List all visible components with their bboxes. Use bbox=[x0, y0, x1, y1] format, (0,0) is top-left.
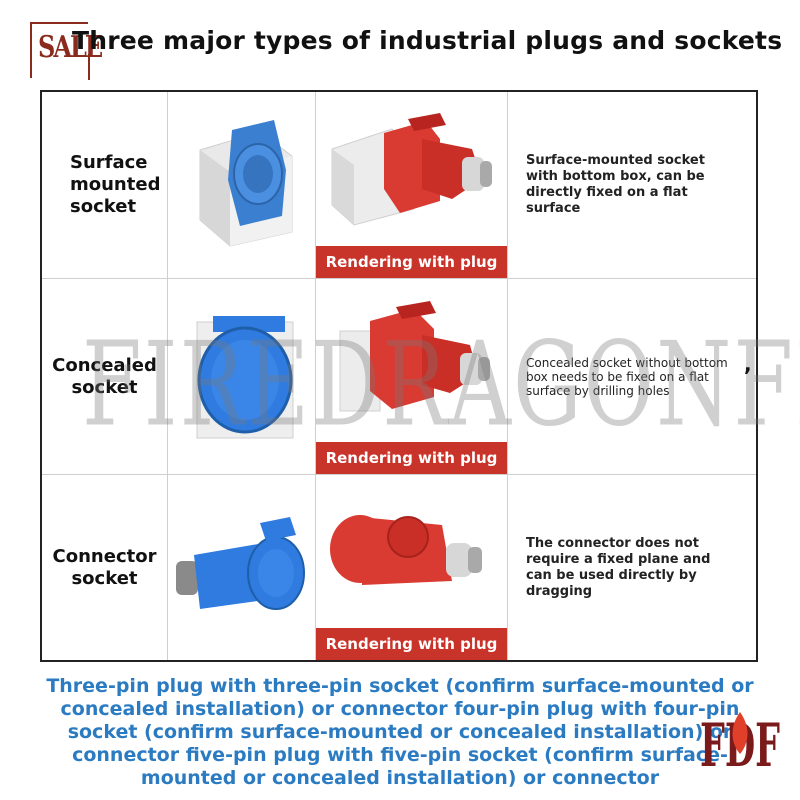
description-surface-mounted: Surface-mounted socket with bottom box, … bbox=[508, 92, 756, 279]
concealed-plug-illustration bbox=[339, 300, 490, 411]
render-banner-connector: Rendering with plug bbox=[316, 628, 507, 660]
sale-badge: SALE bbox=[30, 22, 103, 80]
surface-socket-illustration bbox=[199, 120, 292, 247]
concealed-socket-image bbox=[168, 279, 316, 475]
sale-badge-text: SALE bbox=[38, 28, 103, 65]
flame-icon bbox=[732, 712, 748, 754]
footer-description: Three-pin plug with three-pin socket (co… bbox=[46, 675, 754, 789]
type-label-connector: Connector socket bbox=[42, 475, 168, 660]
type-label-concealed: Concealed socket bbox=[42, 279, 168, 475]
page-title: Three major types of industrial plugs an… bbox=[72, 26, 783, 55]
render-banner-surface: Rendering with plug bbox=[316, 246, 507, 278]
connector-socket-illustration bbox=[175, 516, 305, 610]
connector-plug-render-image: Rendering with plug bbox=[316, 475, 508, 660]
product-comparison-table: Surface mounted socket Rendering with pl… bbox=[40, 90, 758, 662]
surface-socket-image bbox=[168, 92, 316, 279]
description-connector: The connector does not require a fixed p… bbox=[526, 535, 711, 599]
brand-logo: FDF bbox=[700, 711, 780, 776]
concealed-socket-illustration bbox=[196, 315, 293, 438]
connector-socket-image bbox=[168, 475, 316, 660]
connector-plug-illustration bbox=[329, 514, 482, 585]
surface-plug-illustration bbox=[331, 113, 492, 226]
type-label-surface-mounted: Surface mounted socket bbox=[42, 92, 168, 279]
concealed-plug-render-image: Rendering with plug bbox=[316, 279, 508, 475]
surface-plug-render-image: Rendering with plug bbox=[316, 92, 508, 279]
description-concealed: Concealed socket without bottom box need… bbox=[508, 279, 756, 475]
stray-mark: , bbox=[744, 352, 752, 376]
render-banner-concealed: Rendering with plug bbox=[316, 442, 507, 474]
